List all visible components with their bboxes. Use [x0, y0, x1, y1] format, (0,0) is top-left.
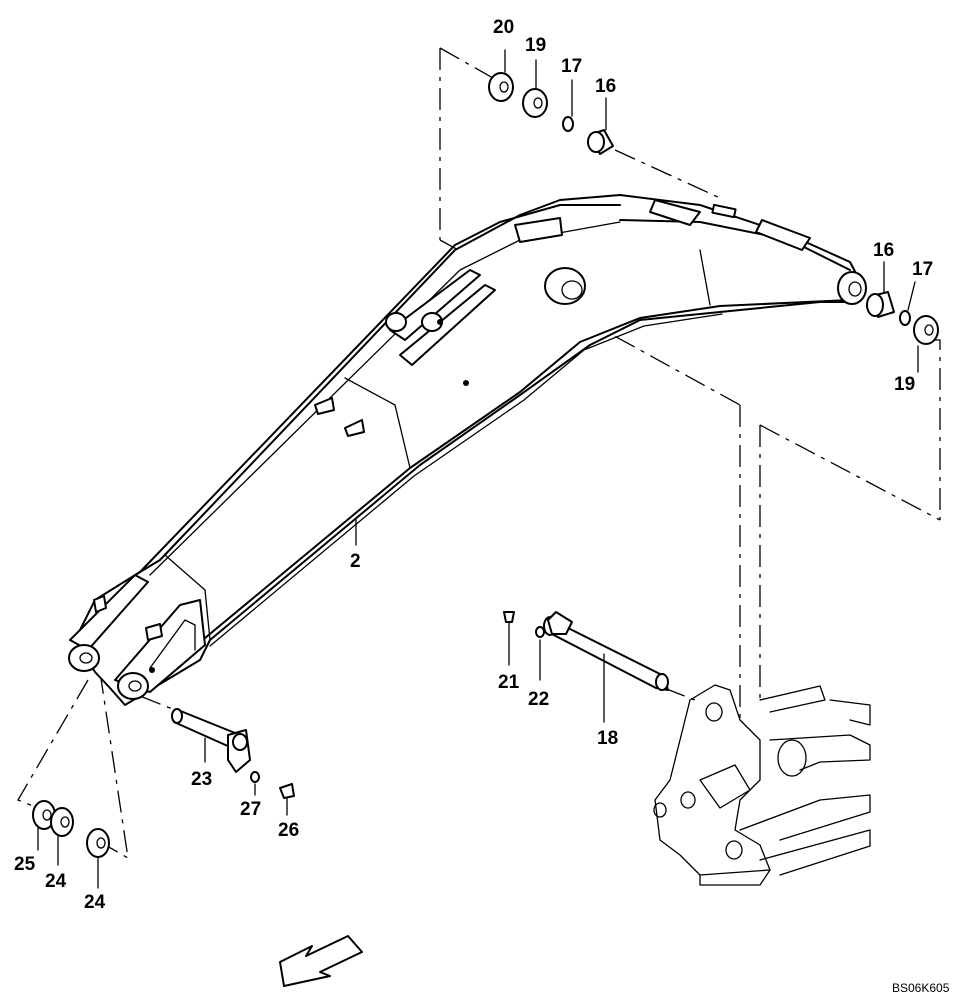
foot-pin-assembly [503, 611, 669, 723]
callout-18: 18 [597, 728, 618, 749]
oring-17-right [899, 310, 911, 326]
callout-21: 21 [498, 672, 520, 693]
callout-24-mid: 24 [45, 871, 67, 892]
drawing-code: BS06K605 [892, 981, 950, 995]
callout-16-right: 16 [873, 240, 894, 261]
callout-labels: 20 19 17 16 16 17 19 2 21 22 18 23 27 26… [14, 17, 950, 995]
washer-24-low [86, 828, 110, 858]
boom [68, 194, 867, 706]
washer-24-mid [50, 807, 74, 837]
callout-19-top: 19 [525, 35, 546, 56]
callout-17-top: 17 [561, 56, 582, 77]
oring-17-top [562, 116, 574, 132]
bolt-21 [503, 611, 515, 623]
callout-23: 23 [191, 769, 212, 790]
washer-19-right [913, 315, 939, 345]
upper-frame [653, 684, 871, 886]
callout-2: 2 [350, 551, 361, 572]
top-pin-hardware [488, 49, 614, 155]
front-direction-arrow-icon [279, 935, 363, 987]
callout-24-low: 24 [84, 892, 106, 913]
assembly-leader-lines [17, 47, 941, 860]
washer-20 [488, 72, 514, 102]
callout-20-top: 20 [493, 17, 514, 38]
nose-washers [32, 800, 110, 889]
callout-17-right: 17 [912, 259, 933, 280]
callout-25: 25 [14, 854, 36, 875]
callout-22: 22 [528, 689, 549, 710]
callout-19-right: 19 [894, 374, 915, 395]
callout-26: 26 [278, 820, 299, 841]
callout-16-top: 16 [595, 76, 616, 97]
bolt-26 [279, 783, 295, 799]
washer-22 [535, 626, 545, 638]
nose-pin-assembly [171, 708, 295, 816]
callout-27: 27 [240, 799, 261, 820]
washer-19-top [522, 88, 548, 118]
washer-27 [250, 771, 260, 783]
right-pin-hardware [866, 261, 939, 373]
